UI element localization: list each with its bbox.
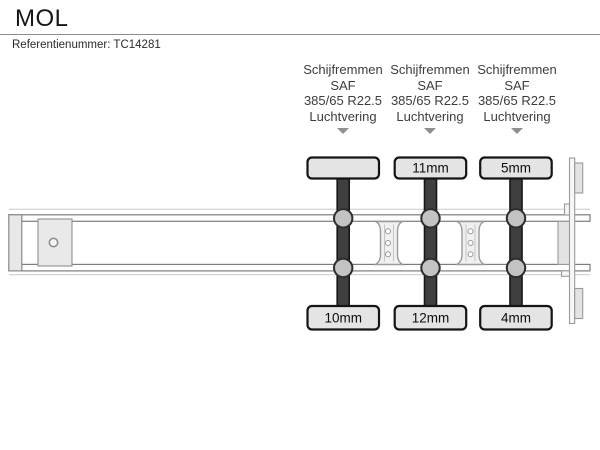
chassis-rail-bottom (8, 263, 591, 272)
rivet-hole (467, 251, 474, 258)
axle-bar (509, 169, 523, 318)
rivet-hole (467, 240, 474, 246)
rear-bracket (563, 203, 571, 216)
rear-frame-pad (574, 287, 584, 320)
tire-measure-box-top (306, 156, 381, 180)
header-divider (0, 34, 600, 35)
kingpin (48, 237, 59, 248)
brand-title: MOL (15, 5, 69, 32)
tire-size-label: 385/65 R22.5 (477, 93, 557, 108)
reference-number: Referentienummer: TC14281 (12, 39, 161, 51)
arrow-down-icon (511, 128, 523, 134)
tire-measure-box-bottom (306, 304, 381, 331)
measure-label-bottom: 4mm (501, 311, 531, 326)
axle-bar (423, 169, 438, 318)
rivet-hole (467, 228, 474, 235)
tire-size-label: 385/65 R22.5 (303, 93, 383, 108)
trailer-diagram: 10mm 11mm 12mm 5mm 4mm (8, 156, 591, 331)
brake-type-label: Schijfremmen (303, 62, 383, 77)
wheel-hub (420, 257, 441, 279)
tire-measure-box-bottom (393, 304, 468, 331)
cross-member (454, 220, 487, 266)
tire-size-label: 385/65 R22.5 (390, 93, 470, 108)
tire-measure-box-top (393, 156, 468, 180)
wheel-hub (420, 208, 441, 229)
suspension-type-label: Luchtvering (483, 108, 551, 124)
measure-label-top: 11mm (412, 161, 449, 176)
wheel-hub (505, 257, 527, 279)
wheel-hub (505, 208, 527, 229)
suspension-type-label: Luchtvering (309, 108, 377, 124)
axle-2: 11mm 12mm (393, 156, 468, 331)
front-crossmember (8, 214, 23, 272)
measure-label-bottom: 10mm (324, 311, 362, 326)
axle-1: 10mm (306, 156, 381, 331)
measure-label-bottom: 12mm (412, 311, 450, 326)
arrow-down-icon (337, 128, 349, 134)
rear-frame-pad (574, 162, 584, 194)
rear-bumper-plate (568, 157, 576, 325)
axle-2-spec-column: Schijfremmen SAF 385/65 R22.5 Luchtverin… (370, 62, 490, 134)
axle-brand-label: SAF (504, 77, 530, 93)
wheel-hub (333, 208, 354, 229)
tire-measure-box-top (479, 156, 553, 180)
suspension-type-label: Luchtvering (396, 108, 464, 124)
axle-brand-label: SAF (330, 77, 356, 93)
reference-label: Referentienummer: (12, 39, 114, 51)
brake-type-label: Schijfremmen (390, 62, 470, 77)
axle-3: 5mm 4mm (479, 156, 553, 331)
axle-3-spec-column: Schijfremmen SAF 385/65 R22.5 Luchtverin… (457, 62, 577, 134)
rear-assembly (557, 157, 584, 325)
brake-type-label: Schijfremmen (477, 62, 557, 77)
cross-member (373, 220, 405, 266)
chassis-rail-top (8, 214, 591, 222)
arrow-down-icon (424, 128, 436, 134)
rivet-hole (385, 251, 391, 258)
measure-label-top: 5mm (501, 161, 531, 176)
axle-1-spec-column: Schijfremmen SAF 385/65 R22.5 Luchtverin… (283, 62, 403, 134)
rivet-hole (385, 240, 391, 246)
rivet-hole (385, 228, 391, 235)
axle-brand-label: SAF (417, 77, 443, 93)
wheel-hub (333, 257, 354, 279)
tire-measure-box-bottom (479, 304, 553, 331)
reference-value: TC14281 (113, 39, 161, 51)
axle-bar (336, 169, 351, 318)
